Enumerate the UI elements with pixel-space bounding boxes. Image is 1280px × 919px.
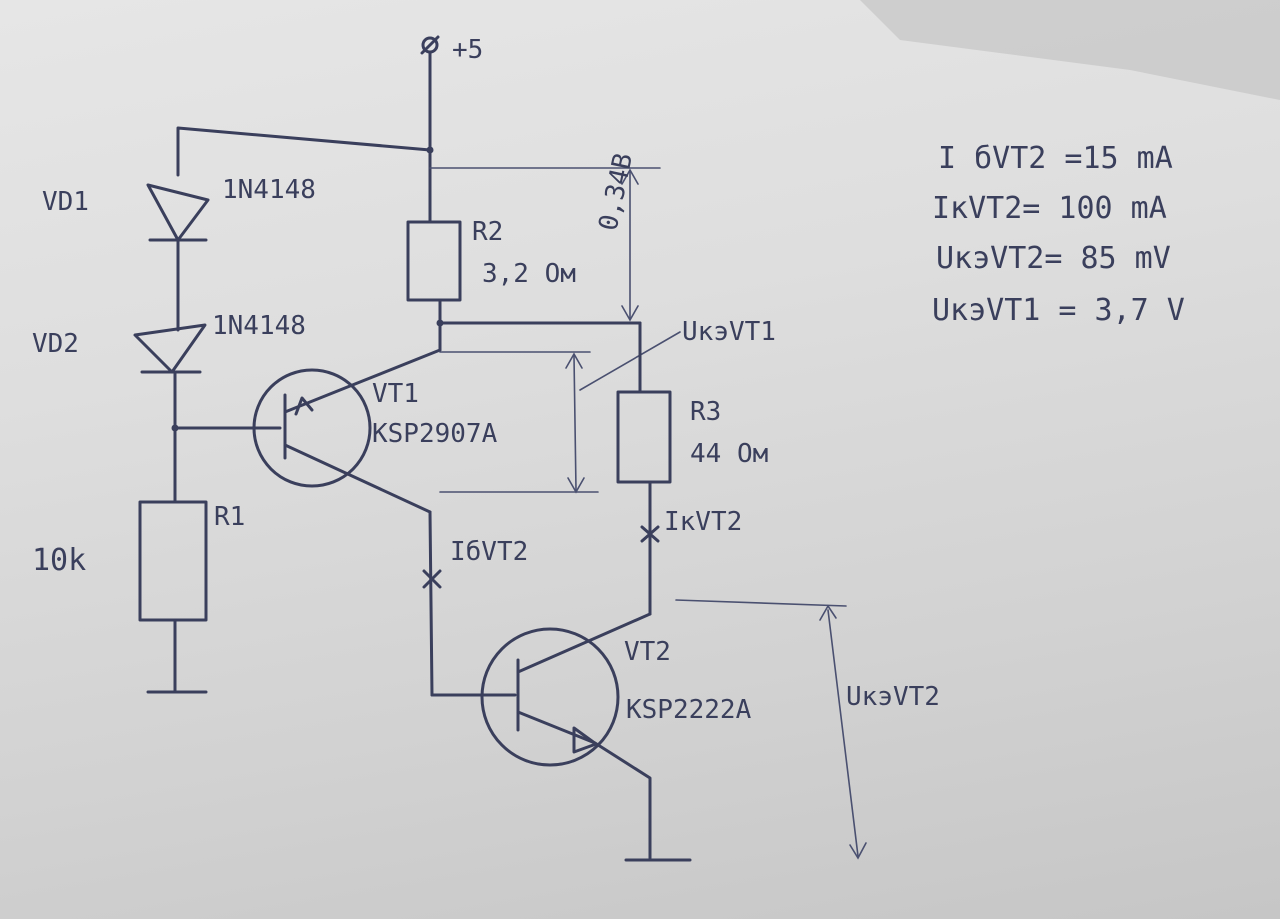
vt1-emitter-arrow (294, 396, 314, 416)
uke-vt2-arrow-head-top (819, 604, 837, 621)
r2-drop-arrow-head-top (621, 168, 639, 185)
ib-vt2-label: IбVT2 (450, 537, 528, 567)
vt2-collector (516, 612, 652, 674)
vt2-emitter-arrow (572, 726, 598, 754)
vd2-part-label: 1N4148 (212, 311, 306, 341)
vt2-emitter (516, 710, 652, 860)
uke-vt2-arrow-head-bottom (849, 842, 867, 860)
vt1-transistor-body (252, 368, 372, 488)
r1-ref-label: R1 (214, 502, 245, 532)
r3-value-label: 44 Ом (690, 439, 768, 469)
r1-resistor (138, 500, 208, 622)
uke-vt1-leader-line (579, 331, 681, 391)
r2-drop-label: 0,34В (594, 151, 640, 234)
vd1-diode-symbol (146, 183, 210, 242)
ik-vt2-marker (640, 525, 660, 543)
vd1-part-label: 1N4148 (222, 175, 316, 205)
vt2-ref-label: VT2 (624, 637, 671, 667)
vd1-ref-label: VD1 (42, 187, 89, 217)
vt1-emitter (283, 348, 442, 414)
vt1-ref-label: VT1 (372, 379, 419, 409)
note-line: IкVT2= 100 mA (932, 191, 1167, 226)
r2-ref-label: R2 (472, 217, 503, 247)
vt1-vt2-base-wire (428, 510, 434, 697)
uke-vt2-arrow-line (827, 609, 859, 857)
uke-vt2-ref-line (675, 599, 847, 607)
vt2-transistor-body (480, 627, 620, 767)
r1-value-label: 10k (32, 543, 86, 578)
ib-vt2-marker (422, 569, 442, 589)
uke-vt1-arrow-head-top (565, 352, 583, 369)
r3-resistor (616, 390, 672, 484)
top-rail-wire (176, 126, 432, 177)
r3-ref-label: R3 (690, 397, 721, 427)
uke-vt1-arrow-head-bottom (567, 477, 585, 494)
note-line: UкэVT2= 85 mV (936, 241, 1171, 276)
supply-terminal-slash (420, 35, 440, 55)
uke-vt1-label: UкэVT1 (682, 317, 776, 347)
vd2-ref-label: VD2 (32, 329, 79, 359)
note-line: I бVT2 =15 mA (938, 141, 1173, 176)
vt2-part-label: KSP2222A (626, 695, 752, 725)
measurement-notes: I бVT2 =15 mA IкVT2= 100 mA UкэVT2= 85 m… (932, 141, 1185, 328)
vd2-diode-symbol (133, 323, 207, 374)
supply-label: +5 (452, 35, 483, 65)
r2-drop-arrow-head-bottom (621, 305, 639, 322)
ik-vt2-label: IкVT2 (664, 507, 742, 537)
vt1-part-label: KSP2907A (372, 419, 498, 449)
paper-edge-shadow (860, 0, 1280, 100)
r2-resistor (406, 220, 462, 302)
vt1-collector (283, 443, 432, 514)
uke-vt2-label: UкэVT2 (846, 682, 940, 712)
r2-value-label: 3,2 Ом (482, 259, 576, 289)
note-line: UкэVT1 = 3,7 V (932, 293, 1185, 328)
uke-vt1-arrow-line (573, 355, 577, 491)
